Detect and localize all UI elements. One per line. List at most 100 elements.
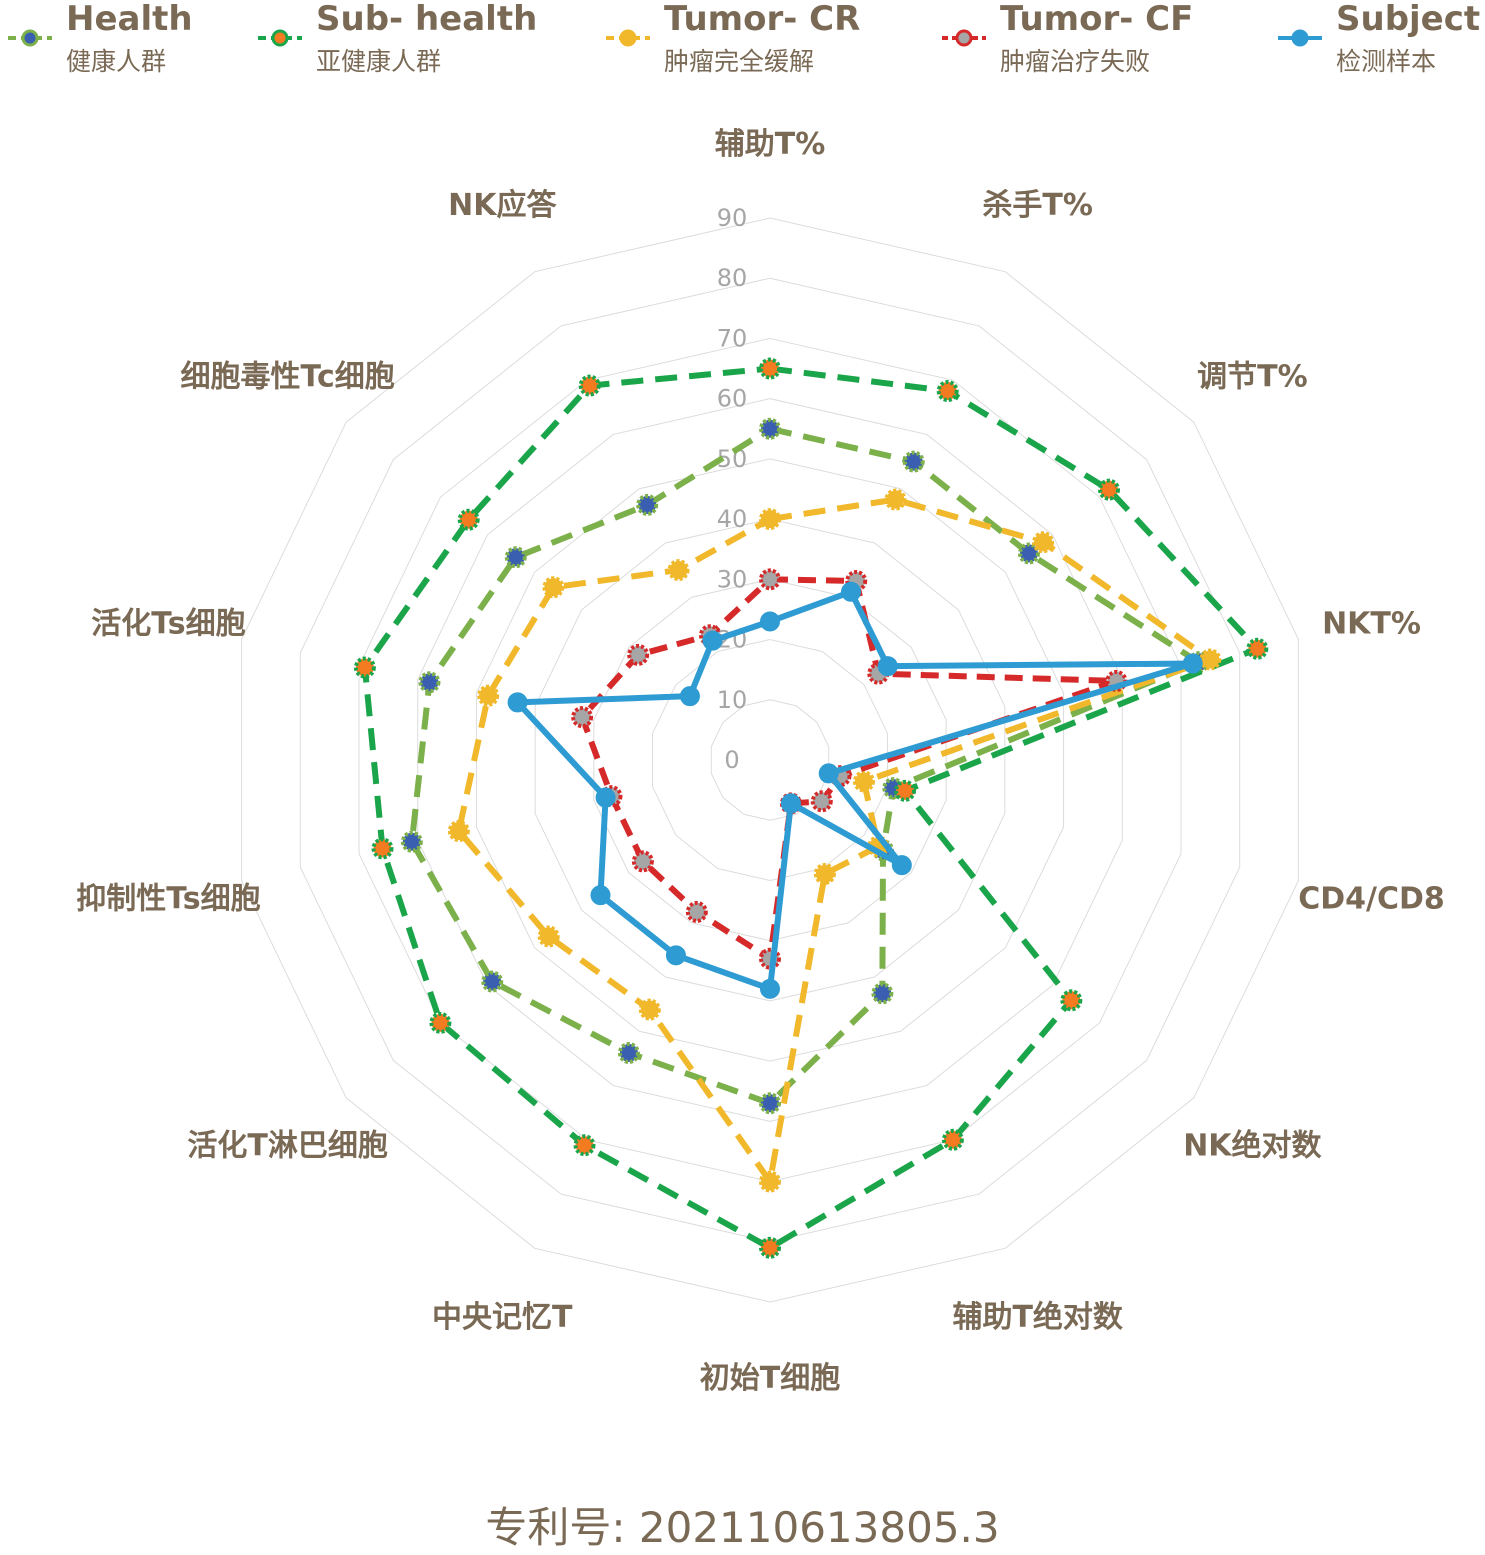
- legend-label-zh: 检测样本: [1336, 47, 1436, 76]
- data-point: [852, 770, 875, 793]
- axis-labels: 辅助T%杀手T%调节T%NKT%CD4/CD8NK绝对数辅助T绝对数初始T细胞中…: [76, 127, 1445, 1396]
- tick-label: 40: [717, 505, 748, 533]
- data-point: [353, 656, 376, 679]
- data-point: [617, 1041, 640, 1064]
- axis-label: 初始T细胞: [700, 1361, 840, 1396]
- axis-label: 辅助T%: [715, 127, 826, 162]
- series-tumor-cr: [447, 488, 1222, 1193]
- legend-swatch-marker: [1291, 29, 1309, 47]
- data-point: [759, 508, 781, 531]
- legend-swatch-marker: [21, 29, 39, 47]
- data-point: [759, 417, 781, 440]
- legend-label: Tumor- CR: [664, 0, 860, 39]
- tick-label: 10: [717, 686, 748, 714]
- data-point: [447, 820, 470, 843]
- data-point: [578, 374, 601, 397]
- data-point: [457, 508, 480, 531]
- data-point: [571, 706, 594, 729]
- axis-label: 细胞毒性Tc细胞: [180, 359, 394, 394]
- data-point: [891, 855, 912, 876]
- data-point: [477, 684, 500, 707]
- data-point: [1098, 478, 1121, 501]
- grid-ring-50: [475, 458, 1065, 1062]
- data-point: [759, 1170, 781, 1193]
- data-point: [1182, 653, 1203, 674]
- data-point: [685, 900, 708, 923]
- data-point: [631, 850, 654, 873]
- data-point: [810, 790, 833, 813]
- series-subject: [507, 581, 1203, 999]
- tick-label: 0: [724, 746, 739, 774]
- legend-label: Health: [66, 0, 193, 39]
- data-point: [780, 793, 801, 814]
- data-point: [595, 787, 616, 808]
- data-point: [1032, 531, 1055, 554]
- axis-label: NK应答: [448, 188, 557, 223]
- data-point: [902, 450, 925, 473]
- patent-number: 专利号: 202110613805.3: [485, 1503, 1000, 1552]
- data-point: [418, 671, 441, 694]
- axis-label: 中央记忆T: [432, 1300, 573, 1335]
- data-point: [507, 692, 528, 713]
- data-point: [429, 1011, 452, 1034]
- legend-item: Health 健康人群: [8, 0, 193, 76]
- legend-label: Subject: [1336, 0, 1480, 39]
- tick-label: 90: [717, 204, 748, 232]
- data-point: [638, 998, 661, 1021]
- series-sub-health: [353, 357, 1269, 1259]
- legend-item: Tumor- CR 肿瘤完全缓解: [606, 0, 860, 76]
- data-point: [542, 576, 565, 599]
- grid-ring-10: [710, 699, 830, 821]
- data-point: [400, 830, 423, 853]
- legend-label-zh: 健康人群: [66, 47, 166, 76]
- data-point: [884, 488, 907, 511]
- data-point: [871, 982, 894, 1005]
- data-point: [627, 643, 650, 666]
- data-point: [759, 1092, 781, 1115]
- axis-label: 活化T淋巴细胞: [187, 1129, 387, 1164]
- data-point: [941, 1128, 964, 1151]
- data-point: [1199, 648, 1222, 671]
- data-point: [759, 1236, 781, 1259]
- legend-swatch-marker: [619, 29, 637, 47]
- data-point: [504, 546, 527, 569]
- legend-label: Tumor- CF: [1000, 0, 1193, 39]
- data-point: [759, 357, 781, 380]
- axis-label: NK绝对数: [1183, 1129, 1322, 1164]
- axis-label: 调节T%: [1197, 359, 1308, 394]
- grid-ring-40: [534, 518, 1006, 1002]
- tick-label: 70: [717, 324, 748, 352]
- legend-label-zh: 肿瘤完全缓解: [664, 47, 814, 76]
- axis-label: NKT%: [1322, 607, 1421, 642]
- data-point: [667, 559, 690, 582]
- data-point: [679, 686, 700, 707]
- data-point: [636, 493, 659, 516]
- series-line: [361, 365, 1261, 1251]
- axis-label: 抑制性Ts细胞: [76, 881, 260, 916]
- data-point: [760, 978, 780, 999]
- data-point: [759, 568, 781, 591]
- grid-ring-20: [652, 639, 888, 881]
- radar-grid: [241, 217, 1299, 1303]
- data-point: [702, 630, 723, 651]
- data-point: [371, 837, 394, 860]
- grid-ring-60: [417, 398, 1123, 1122]
- legend-item: Subject 检测样本: [1278, 0, 1480, 76]
- data-point: [1060, 989, 1083, 1012]
- legend-swatch-marker: [955, 29, 973, 47]
- data-point: [760, 611, 780, 632]
- legend-label-zh: 亚健康人群: [316, 47, 441, 76]
- data-point: [813, 862, 836, 885]
- data-point: [936, 380, 959, 403]
- series-line: [455, 496, 1214, 1185]
- legend-label-zh: 肿瘤治疗失败: [1000, 47, 1150, 76]
- data-point: [877, 656, 898, 677]
- axis-label: CD4/CD8: [1298, 881, 1445, 916]
- axis-label: 辅助T绝对数: [952, 1300, 1123, 1335]
- data-point: [573, 1134, 596, 1157]
- legend-item: Tumor- CF 肿瘤治疗失败: [942, 0, 1193, 76]
- tick-label: 60: [717, 385, 748, 413]
- grid-ring-90: [241, 217, 1299, 1303]
